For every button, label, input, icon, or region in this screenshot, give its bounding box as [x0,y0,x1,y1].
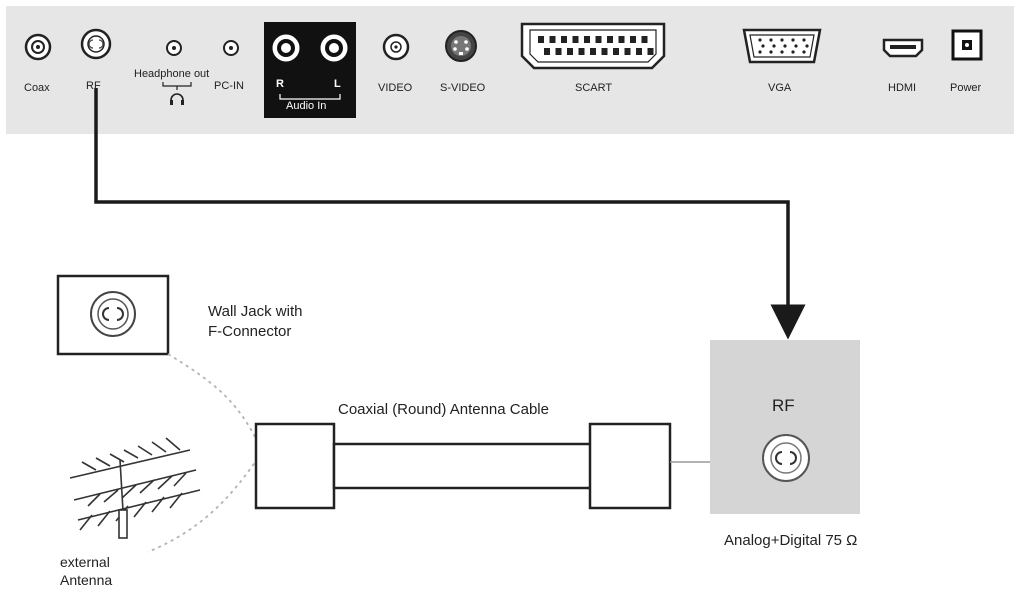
wall-jack-label-line1: Wall Jack with [208,303,303,320]
cable-body [332,442,594,490]
audio-in-bracket [279,94,341,100]
wall-jack-label-line2: F-Connector [208,323,292,340]
dotted-link-upper [167,353,263,453]
cable-label: Coaxial (Round) Antenna Cable [338,401,549,418]
headphone-bracket-icon [162,82,192,90]
antenna-label-line1: external [60,554,110,570]
s-video-label: S-VIDEO [440,82,486,94]
power-label: Power [950,82,982,94]
s-video-jack-icon [445,30,477,62]
dotted-link-lower [147,451,263,553]
audio-in-label: Audio In [286,100,327,112]
hdmi-label: HDMI [888,82,917,94]
antenna-label: external Antenna [60,553,112,589]
scart-label: SCART [575,82,613,94]
video-jack-icon [382,33,410,61]
tv-back-panel [6,6,1014,134]
rf-connection-line [94,88,806,340]
audio-r-label: R [276,78,284,90]
rf-box-port-icon [762,434,810,482]
audio-l-jack-icon [320,34,348,62]
pc-in-jack-icon [223,40,239,56]
headphone-symbol-icon [170,93,184,105]
coaxial-cable [254,422,766,510]
video-label: VIDEO [378,82,413,94]
audio-l-label: L [334,78,341,90]
rf-box-title: RF [772,396,795,415]
wall-jack-label: Wall Jack with F-Connector [208,302,302,342]
audio-r-jack-icon [272,34,300,62]
cable-end-left [254,422,336,510]
rf-input-box [710,340,860,514]
headphone-label: Headphone out [134,68,210,80]
rf-panel-port-icon [80,28,112,60]
coax-port-icon [24,33,52,61]
scart-connector-icon [520,22,666,70]
antenna-label-line2: Antenna [60,572,113,588]
vga-connector-icon [742,28,822,64]
vga-label: VGA [768,82,792,94]
headphone-jack-icon [166,40,182,56]
pc-in-label: PC-IN [214,80,244,92]
coax-label: Coax [24,82,50,94]
rf-spec-label: Analog+Digital 75 Ω [724,532,858,549]
external-antenna-icon [69,437,201,539]
hdmi-connector-icon [882,38,924,58]
power-connector-icon [951,29,983,61]
wall-jack-icon [56,274,170,356]
rf-panel-label: RF [86,80,101,92]
cable-end-right [588,422,672,510]
